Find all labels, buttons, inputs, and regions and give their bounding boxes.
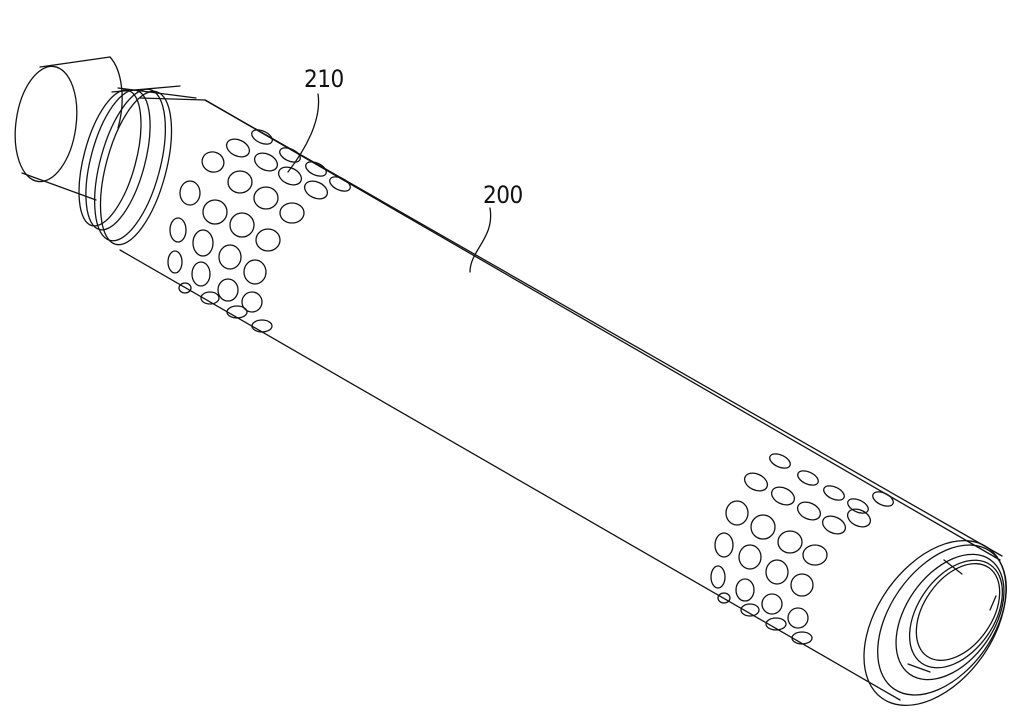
right-perforation-band [710, 453, 894, 645]
right-end-opening [863, 539, 1007, 707]
leader-line-200 [469, 207, 492, 273]
left-perforation-band [167, 129, 351, 333]
reference-label-210: 210 [304, 65, 344, 93]
tube-body [119, 97, 1003, 701]
collar-rings [78, 85, 197, 246]
leader-line-210 [287, 93, 320, 173]
reference-label-200: 200 [483, 181, 523, 209]
left-end-cap [14, 56, 123, 201]
hole-210 [277, 166, 303, 186]
end-cap-face [14, 65, 78, 183]
